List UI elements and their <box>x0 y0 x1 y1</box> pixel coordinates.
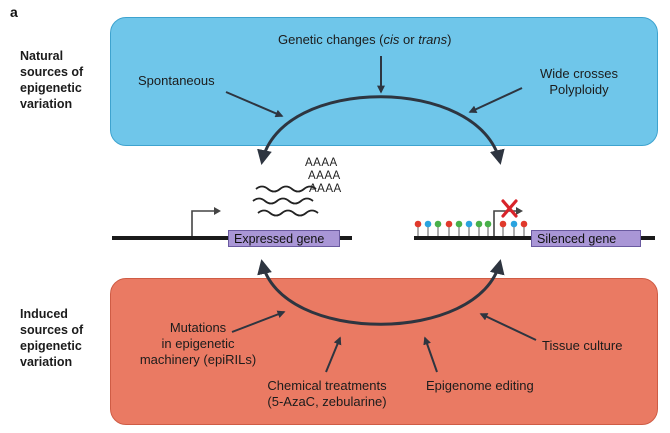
natural-label-line: epigenetic <box>20 81 82 95</box>
mutations-line: in epigenetic <box>161 336 235 351</box>
wide-crosses-label: Wide crosses Polyploidy <box>524 66 634 98</box>
induced-label-line: epigenetic <box>20 339 82 353</box>
trans-text: trans <box>418 32 448 47</box>
mutations-label: Mutations in epigenetic machinery (epiRI… <box>136 320 260 368</box>
induced-label-line: variation <box>20 355 73 369</box>
methylation-lollipop <box>445 220 453 236</box>
wide-crosses-arrow <box>468 87 523 113</box>
silencing-x-mark <box>501 199 518 218</box>
genetic-changes-label: Genetic changes (cis or trans) <box>278 32 451 48</box>
induced-label-line: sources of <box>20 323 84 337</box>
natural-label-line: Natural <box>20 49 64 63</box>
methylation-lollipop <box>499 220 507 236</box>
chemical-arrow <box>325 336 342 373</box>
cis-text: cis <box>383 32 400 47</box>
methylation-lollipop <box>520 220 528 236</box>
methylation-lollipop <box>510 220 518 236</box>
mrna-wave <box>257 209 319 217</box>
natural-sources-box <box>110 17 658 146</box>
spontaneous-label: Spontaneous <box>138 73 215 88</box>
induced-sources-box <box>110 278 658 425</box>
induced-sources-label: Induced sources of epigenetic variation <box>20 306 115 370</box>
genetic-changes-close: ) <box>447 32 452 47</box>
epigenome-editing-arrow <box>423 336 438 373</box>
mutations-line: Mutations <box>169 320 227 335</box>
polya-tail: AAAA <box>305 157 338 169</box>
mutations-arrow <box>231 310 286 333</box>
tissue-culture-arrow <box>479 313 537 341</box>
polya-tail: AAAA <box>308 170 341 182</box>
methylation-marks <box>414 220 528 236</box>
polya-tail: AAAA <box>309 183 342 195</box>
methylation-lollipop <box>465 220 473 236</box>
silenced-gene-box: Silenced gene <box>531 230 641 247</box>
mrna-wave <box>252 197 314 205</box>
methylation-lollipop <box>414 220 422 236</box>
induced-cycle-arc <box>257 259 505 326</box>
chemical-line: Chemical treatments <box>267 378 387 393</box>
tissue-culture-label: Tissue culture <box>542 338 623 353</box>
natural-label-line: sources of <box>20 65 84 79</box>
expressed-promoter-arrow <box>191 210 216 236</box>
natural-label-line: variation <box>20 97 73 111</box>
mutations-line: machinery (epiRILs) <box>139 352 257 367</box>
genetic-changes-or: or <box>399 32 419 47</box>
induced-label-line: Induced <box>20 307 68 321</box>
wide-crosses-text: Wide crosses <box>539 66 619 81</box>
methylation-lollipop <box>424 220 432 236</box>
natural-sources-label: Natural sources of epigenetic variation <box>20 48 115 112</box>
epigenome-editing-label: Epigenome editing <box>426 378 534 393</box>
spontaneous-arrow <box>225 91 284 118</box>
methylation-lollipop <box>484 220 492 236</box>
methylation-lollipop <box>455 220 463 236</box>
genetic-changes-text: Genetic changes ( <box>278 32 384 47</box>
expressed-gene-box: Expressed gene <box>228 230 340 247</box>
natural-cycle-arc <box>257 95 505 165</box>
polyploidy-text: Polyploidy <box>549 82 609 97</box>
methylation-lollipop <box>475 220 483 236</box>
panel-letter: a <box>10 4 18 20</box>
mrna-wave <box>255 185 317 193</box>
chemical-line: (5-AzaC, zebularine) <box>267 394 387 409</box>
chemical-treatments-label: Chemical treatments (5-AzaC, zebularine) <box>252 378 402 410</box>
methylation-lollipop <box>434 220 442 236</box>
